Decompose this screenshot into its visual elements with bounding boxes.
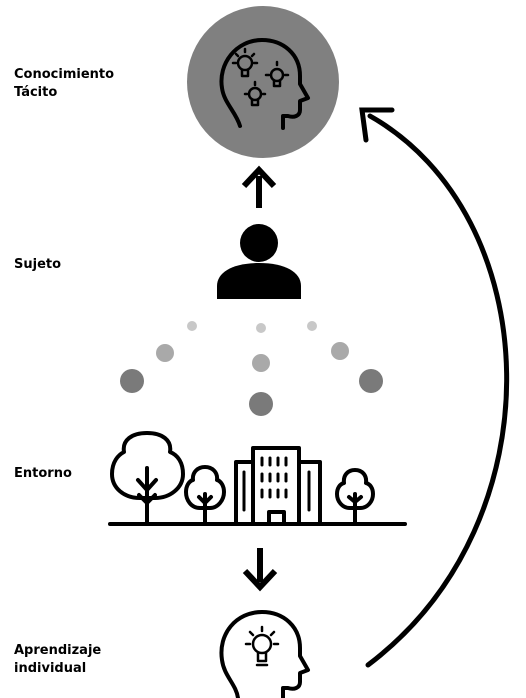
label-conocimiento-tacito: Conocimiento Tácito xyxy=(14,66,114,102)
arrow-up-icon xyxy=(241,165,277,208)
person-icon xyxy=(217,224,301,299)
label-sujeto: Sujeto xyxy=(14,257,62,272)
head-with-lightbulb-icon xyxy=(219,610,310,698)
dot xyxy=(249,392,273,416)
dot xyxy=(252,354,270,372)
dot xyxy=(331,342,349,360)
label-line: Aprendizaje xyxy=(14,643,102,658)
arrow-down-icon xyxy=(242,548,278,592)
dot xyxy=(256,323,266,333)
label-line: Conocimiento xyxy=(14,67,115,82)
dot xyxy=(359,369,383,393)
head-with-lightbulbs-icon xyxy=(219,38,310,130)
tacit-knowledge-node xyxy=(187,6,339,158)
dots-cluster xyxy=(120,321,383,416)
tacit-circle xyxy=(187,6,339,158)
label-entorno: Entorno xyxy=(14,466,72,481)
dot xyxy=(120,369,144,393)
label-line: individual xyxy=(14,661,87,676)
label-line: Tácito xyxy=(14,85,58,100)
dot xyxy=(307,321,317,331)
feedback-curved-arrow-icon xyxy=(359,107,510,668)
dot xyxy=(156,344,174,362)
trees-and-building-icon xyxy=(108,431,407,526)
label-aprendizaje-individual: Aprendizaje individual xyxy=(14,642,101,678)
dot xyxy=(187,321,197,331)
